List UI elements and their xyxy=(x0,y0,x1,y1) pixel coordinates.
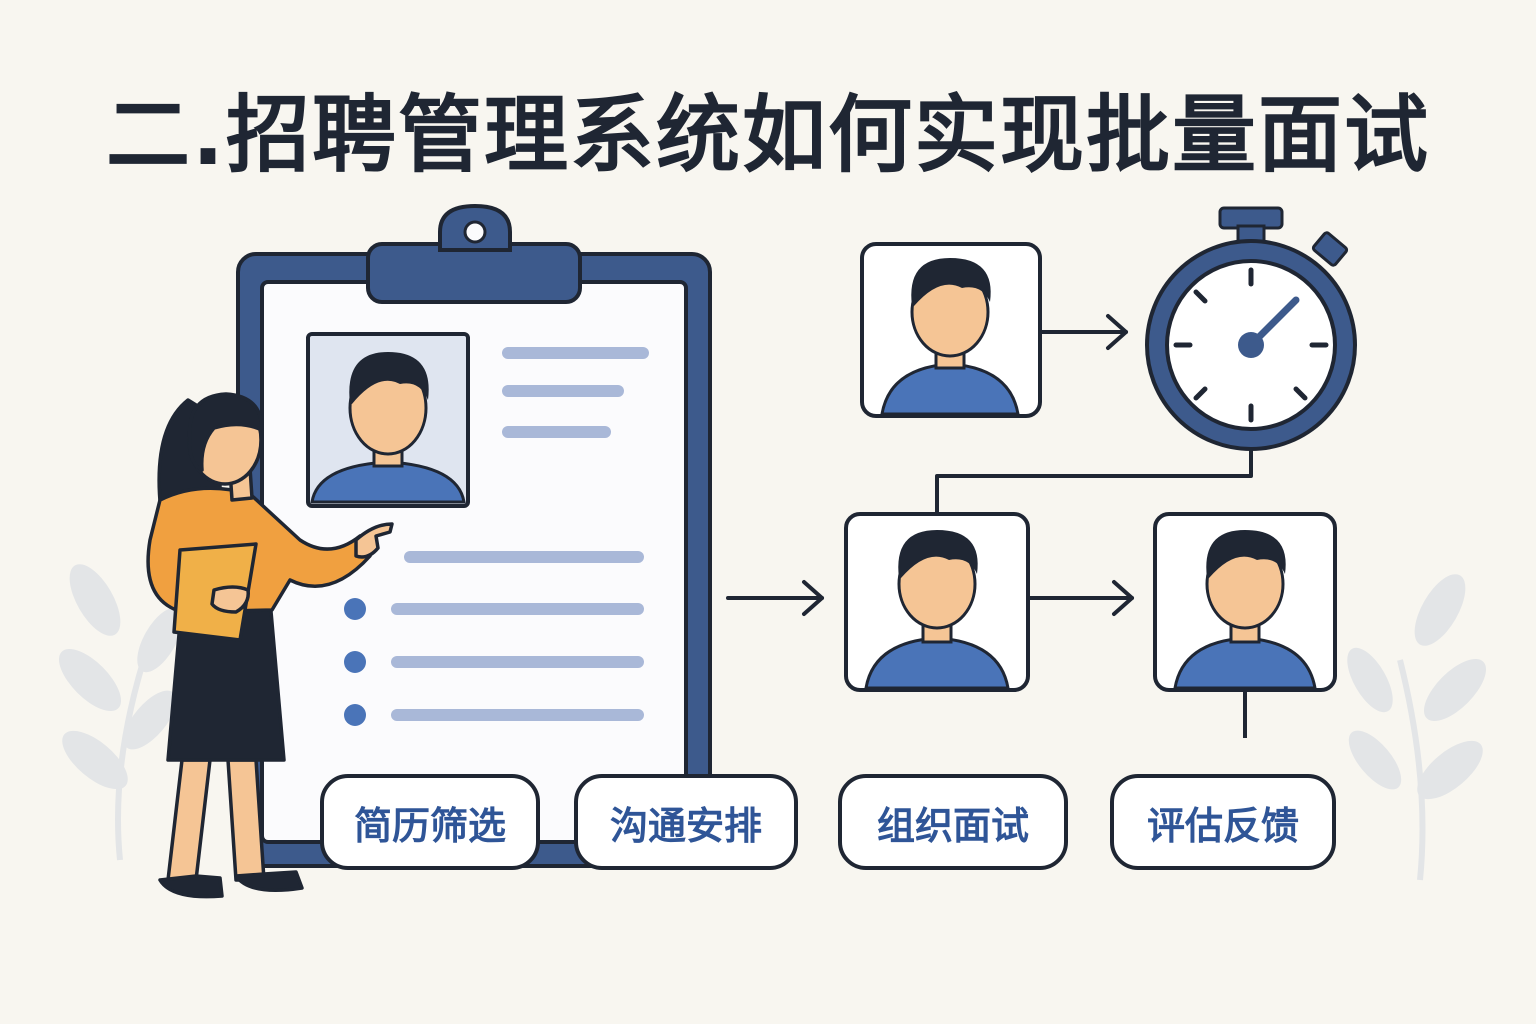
stopwatch-icon xyxy=(1145,206,1357,451)
arrow-right-icon xyxy=(726,580,824,616)
candidate-avatar-icon xyxy=(860,242,1042,418)
resume-text-lines xyxy=(391,347,649,721)
resume-photo-icon xyxy=(306,332,470,508)
arrow-right-icon xyxy=(1028,580,1134,616)
leaf-decoration-icon xyxy=(58,564,183,861)
step-label-resume-screening: 简历筛选 xyxy=(320,774,540,870)
page-title: 二.招聘管理系统如何实现批量面试 xyxy=(106,86,1430,184)
step-label-communication-scheduling: 沟通安排 xyxy=(574,774,798,870)
step-label-organize-interview: 组织面试 xyxy=(838,774,1068,870)
leaf-decoration-icon xyxy=(1347,574,1487,881)
connector-line xyxy=(935,450,1253,514)
step-label-evaluation-feedback: 评估反馈 xyxy=(1110,774,1336,870)
arrow-right-icon xyxy=(1040,314,1128,350)
resume-bullets xyxy=(344,598,366,726)
clipboard-icon xyxy=(236,203,712,868)
presenter-woman-icon xyxy=(146,392,394,899)
candidate-avatar-icon xyxy=(1153,512,1337,692)
candidate-avatar-icon xyxy=(844,512,1030,692)
